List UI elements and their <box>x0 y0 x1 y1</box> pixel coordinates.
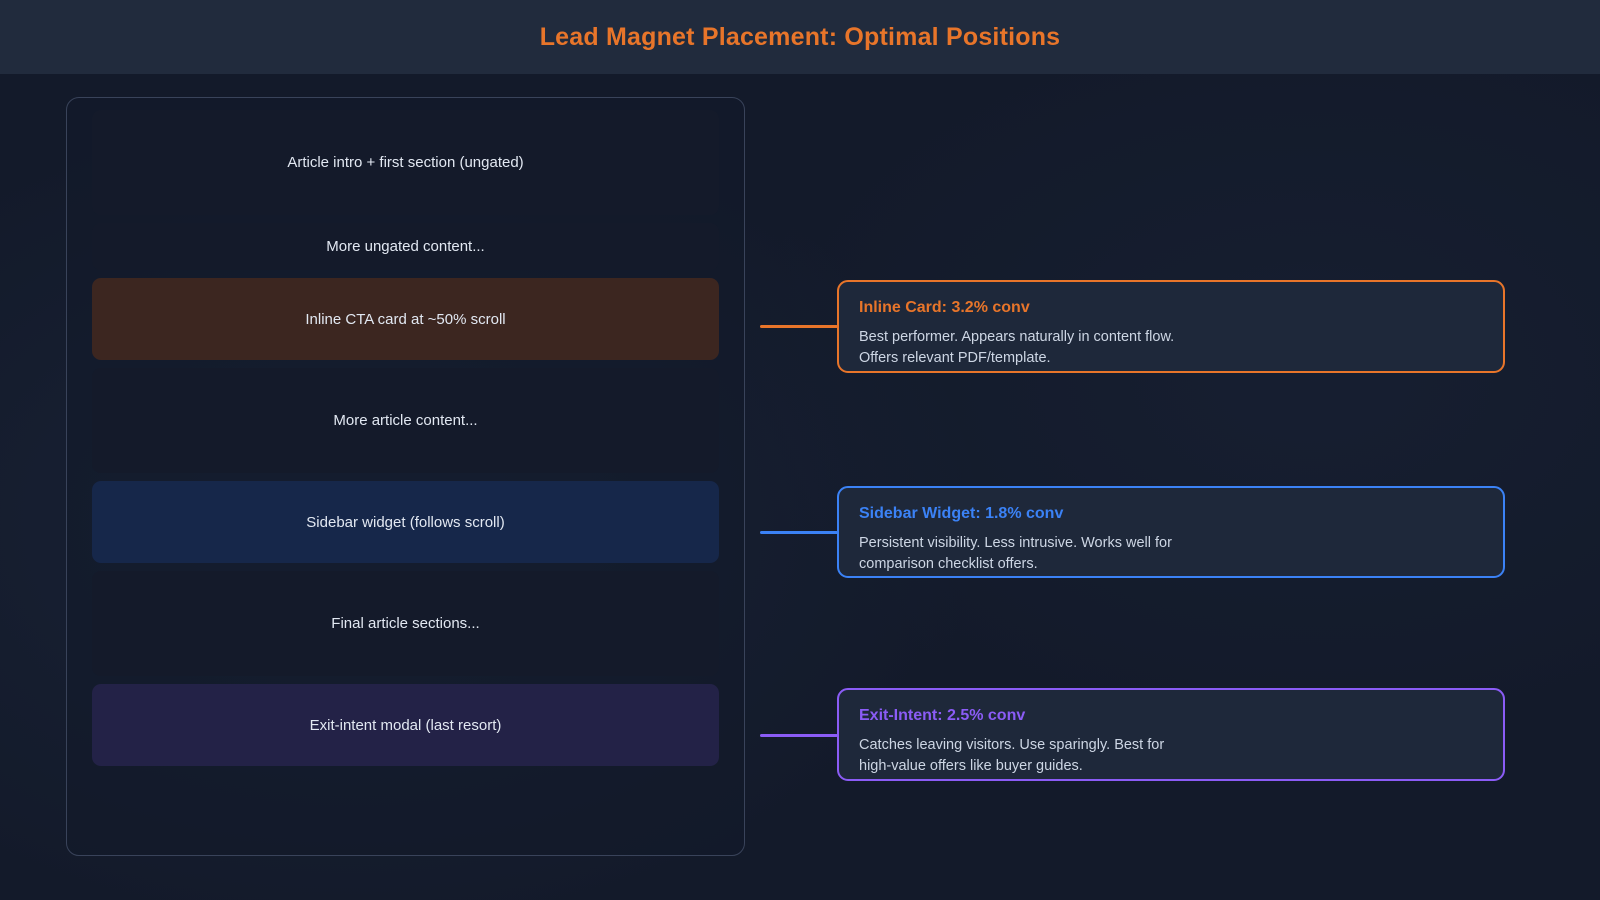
annotation-body: Catches leaving visitors. Use sparingly.… <box>859 737 1165 774</box>
content-block-label: Sidebar widget (follows scroll) <box>306 513 505 531</box>
header-bar: Lead Magnet Placement: Optimal Positions <box>0 0 1600 74</box>
page-title: Lead Magnet Placement: Optimal Positions <box>539 22 1061 51</box>
content-block-final-sections[interactable]: Final article sections... <box>92 571 719 676</box>
content-block-more-article[interactable]: More article content... <box>92 368 719 473</box>
annotation-card-inline: Inline Card: 3.2% conv Best performer. A… <box>837 280 1505 373</box>
connector-line-inline-card <box>760 325 838 328</box>
annotation-title: Sidebar Widget: 1.8% conv <box>859 505 1064 522</box>
content-block-label: Article intro + first section (ungated) <box>287 154 524 171</box>
annotation-card-exit-intent: Exit-Intent: 2.5% conv Catches leaving v… <box>837 688 1505 781</box>
content-block-label: Exit-intent modal (last resort) <box>309 716 502 734</box>
content-block-label: More ungated content... <box>326 238 485 255</box>
content-block-label: More article content... <box>333 412 478 429</box>
content-block-article-intro[interactable]: Article intro + first section (ungated) <box>92 110 719 215</box>
page-mock-block-list: Article intro + first section (ungated) … <box>92 110 719 774</box>
content-block-inline-cta[interactable]: Inline CTA card at ~50% scroll <box>92 278 719 360</box>
content-block-sidebar-widget[interactable]: Sidebar widget (follows scroll) <box>92 481 719 563</box>
connector-line-sidebar-widget <box>760 531 838 534</box>
content-block-label: Final article sections... <box>331 615 480 632</box>
annotation-body: Best performer. Appears naturally in con… <box>859 329 1175 366</box>
annotation-card-sidebar: Sidebar Widget: 1.8% conv Persistent vis… <box>837 486 1505 578</box>
content-block-label: Inline CTA card at ~50% scroll <box>305 310 506 328</box>
connector-line-exit-intent <box>760 734 838 737</box>
content-block-exit-intent[interactable]: Exit-intent modal (last resort) <box>92 684 719 766</box>
annotation-title: Exit-Intent: 2.5% conv <box>859 707 1026 724</box>
annotation-body: Persistent visibility. Less intrusive. W… <box>859 535 1172 572</box>
annotation-title: Inline Card: 3.2% conv <box>859 299 1030 316</box>
content-block-more-ungated[interactable]: More ungated content... <box>92 223 719 270</box>
